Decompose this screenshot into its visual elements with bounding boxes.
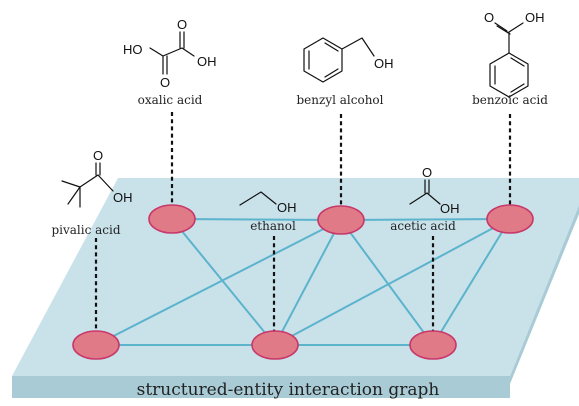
molecule-pivalic-acid: O OH pivalic acid <box>51 148 132 237</box>
label-oxalic-acid: oxalic acid <box>138 93 203 107</box>
node-oxalic <box>148 204 196 234</box>
oxalic-atom-oh: OH <box>197 54 217 69</box>
molecule-benzoic-acid: O OH benzoic acid <box>472 10 548 107</box>
label-benzoic-acid: benzoic acid <box>472 93 548 107</box>
molecule-oxalic-acid: HO O O OH oxalic acid <box>123 17 217 107</box>
acetic-atom-o: O <box>422 165 432 180</box>
benzoic-atom-oh: OH <box>525 10 545 25</box>
pivalic-atom-oh: OH <box>113 190 133 205</box>
node-acetic <box>409 330 457 360</box>
edge-pivalic-benzyl <box>95 219 342 346</box>
label-acetic-acid: acetic acid <box>390 219 456 233</box>
oxalic-atom-ho: HO <box>123 42 143 57</box>
pivalic-atom-o: O <box>93 148 103 163</box>
platform-bottom-edge <box>12 376 510 398</box>
edge-benzyl-acetic <box>340 219 434 346</box>
connectors <box>94 112 512 332</box>
oxalic-atom-o-top: O <box>177 17 187 32</box>
graph-edges <box>95 218 511 346</box>
edge-ethanol-benzoic <box>274 218 511 346</box>
molecule-acetic-acid: O OH acetic acid <box>390 165 459 233</box>
benzyl-atom-oh: OH <box>374 56 394 71</box>
label-ethanol: ethanol <box>250 219 296 233</box>
label-benzyl-alcohol: benzyl alcohol <box>297 93 384 107</box>
edge-acetic-benzoic <box>432 218 511 346</box>
node-benzoic <box>486 204 534 234</box>
molecule-ethanol: OH ethanol <box>239 191 297 233</box>
node-benzyl <box>317 205 365 235</box>
node-pivalic <box>72 330 120 360</box>
ethanol-atom-oh: OH <box>277 200 297 215</box>
edge-oxalic-benzyl <box>171 218 342 221</box>
graph-nodes <box>72 204 534 360</box>
molecule-benzyl-alcohol: OH benzyl alcohol <box>297 37 394 107</box>
oxalic-atom-o-bottom: O <box>160 75 170 90</box>
edge-oxalic-ethanol <box>171 218 276 346</box>
acetic-atom-oh: OH <box>440 201 460 216</box>
label-pivalic-acid: pivalic acid <box>51 223 120 237</box>
node-ethanol <box>251 330 299 360</box>
edge-benzyl-ethanol <box>274 219 342 346</box>
graph-caption: structured-entity interaction graph <box>137 380 440 400</box>
edge-benzyl-benzoic <box>340 218 511 221</box>
benzoic-atom-o: O <box>484 10 494 25</box>
